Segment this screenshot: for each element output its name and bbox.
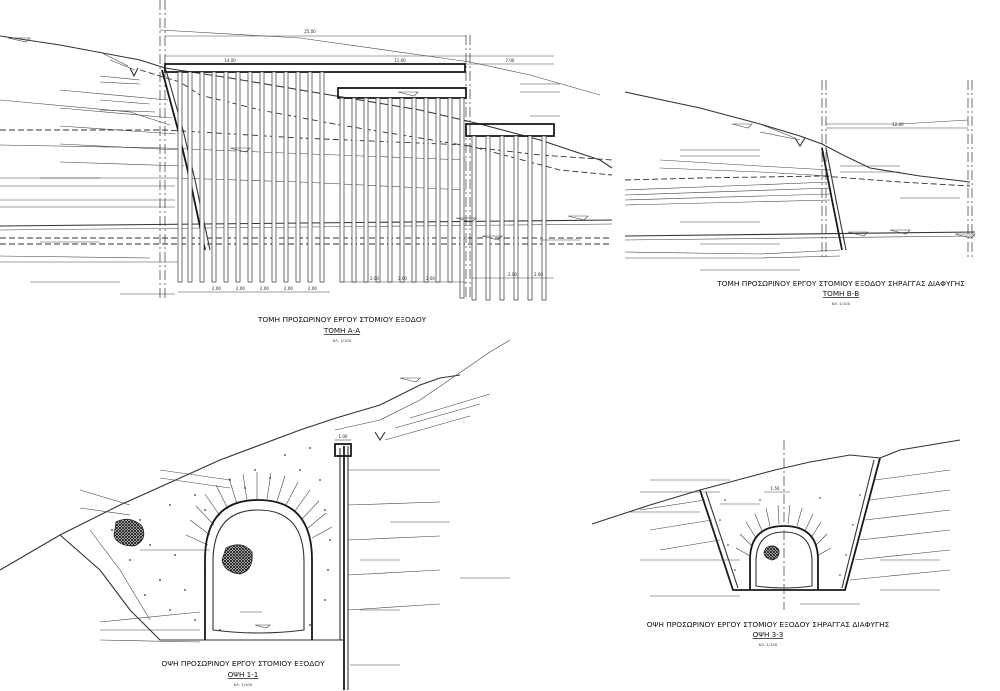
dim-33-offset: 1.50 <box>771 486 780 491</box>
subtitle-aa: ΤΟΜΗ Α-Α <box>323 326 360 335</box>
dim-aa-spacing: 2.00 <box>508 272 517 277</box>
dim-aa-spacing: 2.00 <box>398 276 407 281</box>
annotations-11 <box>79 469 510 666</box>
annotations-33 <box>630 479 940 605</box>
dim-aa-left: 14.00 <box>224 58 236 63</box>
dim-aa-spacing: 2.00 <box>260 286 269 291</box>
subtitle-33: ΟΨΗ 3-3 <box>753 630 784 639</box>
dim-aa-spacing: 2.00 <box>284 286 293 291</box>
title-33: ΟΨΗ ΠΡΟΣΩΡΙΝΟΥ ΕΡΓΟΥ ΣΤΟΜΙΟΥ ΕΞΟΔΟΥ ΣΗΡΑ… <box>647 620 890 629</box>
view-11: 1.00 <box>0 339 511 690</box>
right-nails-11 <box>347 393 491 611</box>
title-aa: ΤΟΜΗ ΠΡΟΣΩΡΙΝΟΥ ΕΡΓΟΥ ΣΤΟΜΙΟΥ ΕΞΟΔΟΥ <box>257 315 427 324</box>
dim-aa-spacing: 2.00 <box>236 286 245 291</box>
subtitle-11: ΟΨΗ 1-1 <box>228 670 259 679</box>
dim-aa-spacing: 2.00 <box>308 286 317 291</box>
soil-nails-aa <box>59 89 185 167</box>
section-aa: 25.00 14.00 11.00 7.00 2.00 2.00 2.00 2.… <box>0 0 613 301</box>
subtitle-bb: ΤΟΜΗ Β-Β <box>822 289 859 298</box>
dim-aa-spacing: 2.00 <box>212 286 221 291</box>
canopy-ribs-33 <box>735 504 832 557</box>
title-bb: ΤΟΜΗ ΠΡΟΣΩΡΙΝΟΥ ΕΡΓΟΥ ΣΤΟΜΙΟΥ ΕΞΟΔΟΥ ΣΗΡ… <box>716 279 965 288</box>
dim-aa-right: 7.00 <box>506 58 515 63</box>
pile-row-aa <box>177 71 547 301</box>
section-bb: 12.00 <box>624 80 976 271</box>
canopy-ribs-11 <box>185 472 333 546</box>
dim-11-cap: 1.00 <box>339 434 348 439</box>
scale-bb: ΚΛ. 1/100 <box>832 301 851 306</box>
dim-aa-mid: 11.00 <box>394 58 406 63</box>
scale-33: ΚΛ. 1/100 <box>759 642 778 647</box>
side-nails-33 <box>639 469 951 581</box>
annotations-bb <box>680 123 960 271</box>
scale-aa: ΚΛ. 1/100 <box>333 338 352 343</box>
dim-bb-width: 12.00 <box>892 122 904 127</box>
dim-aa-spacing: 2.00 <box>370 276 379 281</box>
dim-aa-spacing: 2.00 <box>534 272 543 277</box>
shotcrete-dots <box>111 447 331 631</box>
dim-aa-total: 25.00 <box>304 29 316 34</box>
title-11: ΟΨΗ ΠΡΟΣΩΡΙΝΟΥ ΕΡΓΟΥ ΣΤΟΜΙΟΥ ΕΞΟΔΟΥ <box>161 659 325 668</box>
view-33: 1.50 <box>591 439 961 610</box>
annotations-aa <box>30 51 580 295</box>
scale-11: ΚΛ. 1/100 <box>234 682 253 687</box>
dim-aa-spacing: 2.00 <box>426 276 435 281</box>
